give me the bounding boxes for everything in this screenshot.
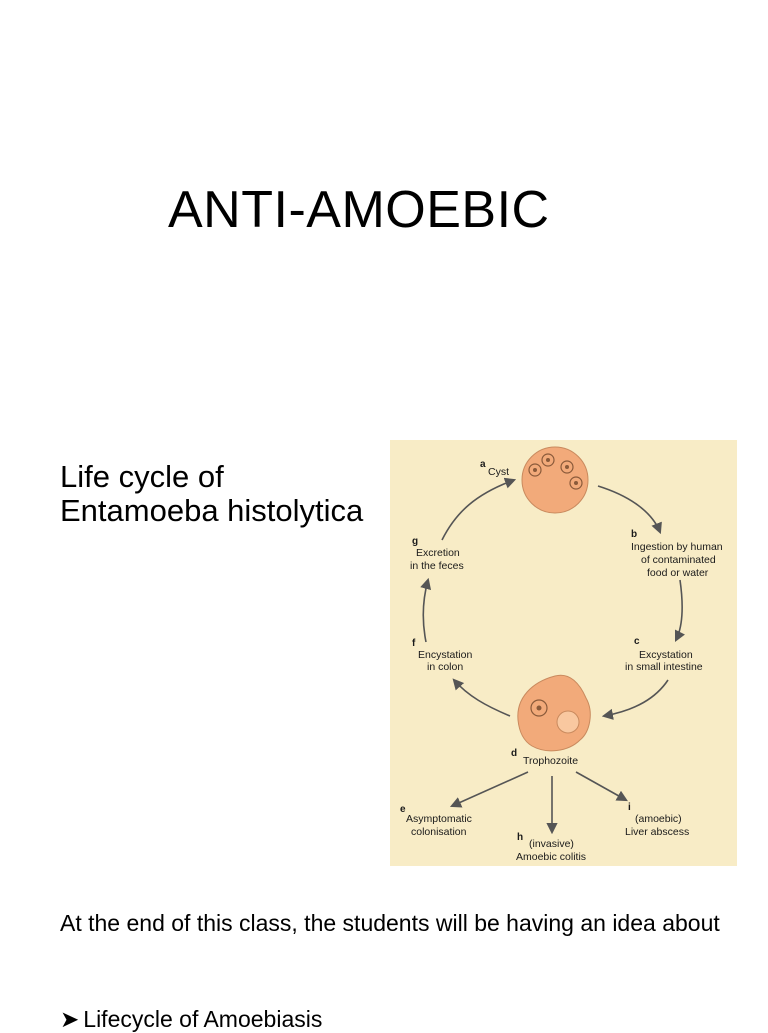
stage-g-letter: g [412, 536, 418, 547]
stage-f-text-2: in colon [427, 661, 463, 673]
stage-a-label: a Cyst [480, 459, 509, 478]
stage-h-text-1: (invasive) [529, 838, 574, 850]
stage-g-text-2: in the feces [410, 560, 464, 572]
stage-i-letter: i [628, 802, 631, 813]
stage-i-text-1: (amoebic) [635, 813, 682, 825]
stage-g-text-1: Excretion [416, 547, 460, 559]
stage-b-label: b Ingestion by human of contaminated foo… [631, 529, 723, 579]
subtitle: Life cycle of Entamoeba histolytica [60, 460, 392, 528]
stage-c-text-2: in small intestine [625, 661, 703, 673]
slide-title: ANTI-AMOEBIC [168, 181, 550, 239]
stage-b-text-1: Ingestion by human [631, 541, 723, 553]
stage-b-text-2: of contaminated [641, 554, 716, 566]
bullet-text: Lifecycle of Amoebiasis [83, 1006, 323, 1032]
stage-c-label: c Excystation in small intestine [625, 636, 703, 673]
stage-h-text-2: Amoebic colitis [516, 851, 586, 863]
stage-b-text-3: food or water [647, 567, 709, 579]
cyst-illustration [521, 446, 589, 514]
trophozoite-illustration [517, 674, 591, 752]
stage-c-letter: c [634, 636, 640, 647]
stage-i-text-2: Liver abscess [625, 826, 689, 838]
cycle-arrows [420, 477, 686, 720]
stage-b-letter: b [631, 529, 637, 540]
stage-e-label: e Asymptomatic colonisation [400, 804, 472, 838]
intro-text: At the end of this class, the students w… [60, 910, 720, 936]
life-cycle-svg: a Cyst b Ingestion by human of contamina… [390, 440, 737, 866]
stage-f-letter: f [412, 638, 416, 649]
stage-d-letter: d [511, 748, 517, 759]
arrow-bullet-icon: ➤ [60, 1006, 80, 1032]
stage-h-label: h (invasive) Amoebic colitis [516, 832, 586, 863]
life-cycle-diagram: a Cyst b Ingestion by human of contamina… [390, 440, 737, 866]
stage-g-label: g Excretion in the feces [410, 536, 464, 572]
stage-d-text: Trophozoite [523, 755, 578, 767]
stage-e-letter: e [400, 804, 406, 815]
stage-a-text: Cyst [488, 466, 509, 478]
subtitle-line-2: Entamoeba histolytica [60, 493, 364, 528]
stage-a-letter: a [480, 459, 486, 470]
stage-d-label: d Trophozoite [511, 748, 578, 767]
stage-e-text-2: colonisation [411, 826, 467, 838]
subtitle-line-1: Life cycle of [60, 460, 224, 494]
stage-h-letter: h [517, 832, 523, 843]
stage-i-label: i (amoebic) Liver abscess [625, 802, 689, 838]
bullet-item: ➤Lifecycle of Amoebiasis [60, 1006, 322, 1033]
outcome-arrows [449, 771, 628, 835]
stage-f-text-1: Encystation [418, 649, 472, 661]
stage-c-text-1: Excystation [639, 649, 693, 661]
stage-f-label: f Encystation in colon [412, 638, 472, 673]
stage-e-text-1: Asymptomatic [406, 813, 472, 825]
